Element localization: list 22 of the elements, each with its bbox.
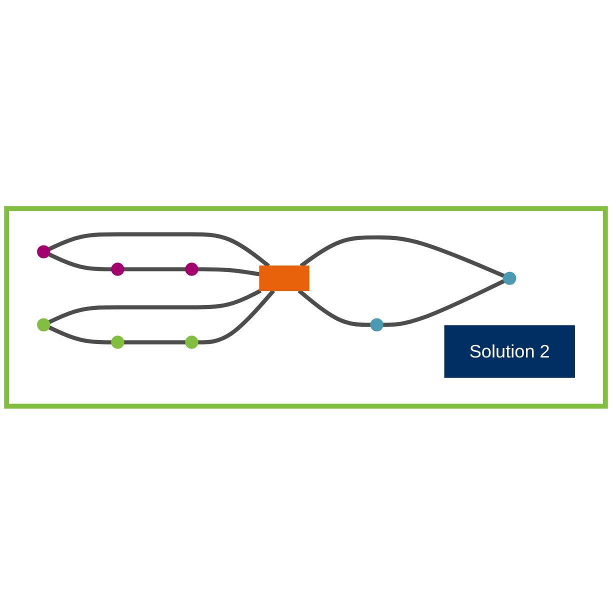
connector: [298, 289, 371, 327]
cluster: [4, 206, 608, 409]
node-circle: [185, 262, 198, 276]
connector: [382, 279, 505, 327]
connector: [48, 288, 262, 324]
node-circle: [37, 245, 50, 258]
node-circle: [370, 318, 384, 332]
node-circle: [111, 262, 124, 276]
connector: [300, 235, 505, 278]
connector: [198, 289, 276, 344]
connector: [198, 267, 260, 276]
node-circle: [37, 318, 50, 332]
node-circle: [111, 336, 124, 349]
connector: [48, 232, 270, 268]
connector: [48, 326, 112, 344]
node-circle: [503, 272, 516, 285]
node-circle: [185, 336, 198, 349]
node-box: [259, 266, 310, 292]
connector: [124, 267, 186, 272]
connector: [124, 340, 186, 344]
connector: [48, 252, 112, 272]
node-box: Solution 2: [444, 325, 575, 378]
